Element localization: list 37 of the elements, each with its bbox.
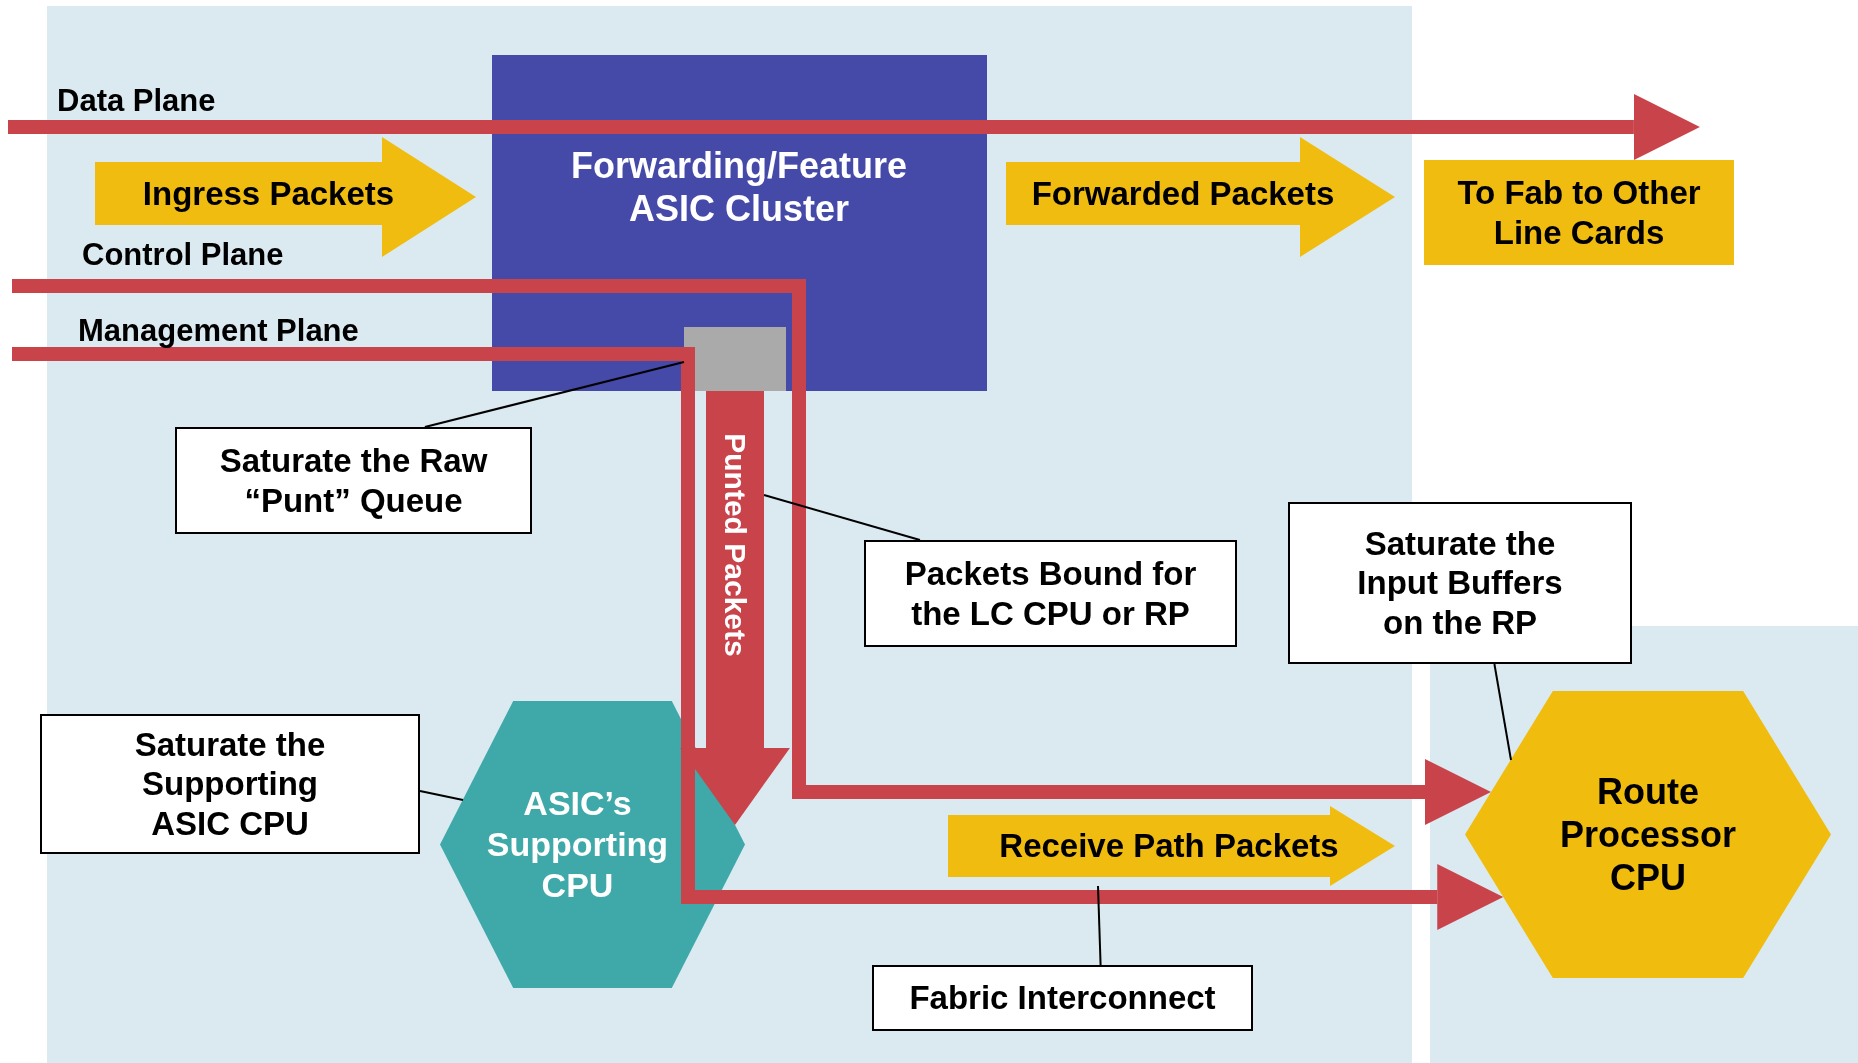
- plane-label: Control Plane: [82, 237, 284, 273]
- leader-line: [1493, 663, 1512, 761]
- callout-box: [40, 714, 420, 854]
- hexagon: [440, 701, 745, 988]
- callout-text: Saturate the Raw “Punt” Queue: [218, 440, 489, 521]
- callout-box: [864, 540, 1237, 647]
- hexagon: [1465, 691, 1831, 978]
- callout-text: Saturate the Supporting ASIC CPU: [133, 724, 327, 844]
- leader-line: [419, 790, 464, 801]
- arrow: [8, 94, 1700, 160]
- arrow-label: Forwarded Packets: [1031, 173, 1335, 214]
- arrow: [12, 279, 1491, 825]
- box-label: To Fab to Other Line Cards: [1456, 172, 1702, 253]
- packet-arrow: [1006, 137, 1395, 257]
- packet-arrow: [948, 806, 1395, 886]
- callout-box: [872, 965, 1253, 1031]
- arrow-label: Ingress Packets: [142, 173, 395, 214]
- arrow: [680, 391, 790, 825]
- callout-box: [175, 427, 532, 534]
- line-card-box: [1424, 160, 1734, 265]
- queue-box: [684, 327, 786, 391]
- hexagon-label: Route Processor CPU: [1558, 769, 1738, 900]
- arrow-label: Punted Packets: [718, 433, 752, 657]
- leader-line: [763, 494, 921, 541]
- arrow-label: Receive Path Packets: [999, 826, 1339, 866]
- callout-text: Packets Bound for the LC CPU or RP: [903, 553, 1198, 634]
- arrow: [12, 347, 1504, 930]
- plane-label: Data Plane: [57, 83, 216, 119]
- callout-text: Fabric Interconnect: [909, 978, 1216, 1018]
- asic-cluster-box: [492, 55, 987, 391]
- plane-label: Management Plane: [78, 313, 359, 349]
- hexagon-label: ASIC’s Supporting CPU: [485, 783, 670, 906]
- callout-text: Saturate the Input Buffers on the RP: [1356, 523, 1564, 643]
- cluster-title: Forwarding/Feature ASIC Cluster: [569, 143, 908, 231]
- callout-box: [1288, 502, 1632, 664]
- leader-line: [423, 361, 685, 428]
- leader-line: [1097, 885, 1102, 966]
